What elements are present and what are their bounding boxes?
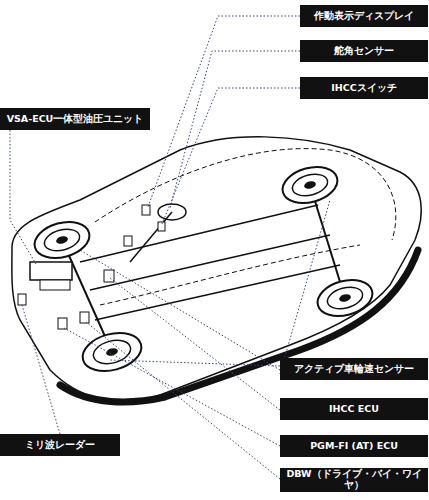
- chassis-line: [80, 205, 318, 262]
- steering-column: [130, 212, 172, 262]
- hydraulic-unit: [40, 280, 70, 290]
- callout-box: VSA-ECU一体型油圧ユニット: [0, 108, 150, 130]
- throttle-unit: [80, 312, 89, 323]
- display-unit: [142, 205, 150, 215]
- hydraulic-unit: [30, 262, 72, 280]
- callout-box: 作動表示ディスプレイ: [300, 5, 428, 27]
- callout-text: ミリ波レーダー: [25, 440, 95, 451]
- callout-box: PGM-FI (AT) ECU: [280, 435, 428, 457]
- wheel-rim: [290, 171, 330, 200]
- chassis-line: [90, 235, 330, 290]
- wheel-rim: [42, 226, 82, 255]
- sensor-unit: [124, 236, 132, 246]
- wheel-rim: [91, 336, 133, 367]
- wheel: [78, 327, 145, 377]
- wheel-rim: [325, 284, 365, 313]
- callout-box: IHCCスイッチ: [300, 77, 428, 99]
- leader-line: [110, 278, 280, 410]
- leader-line: [280, 200, 330, 374]
- ecu-unit: [104, 270, 114, 282]
- callout-text: 作動表示ディスプレイ: [314, 11, 414, 22]
- callout-text: 舵角センサー: [334, 46, 394, 57]
- callout-box: 舵角センサー: [300, 40, 428, 62]
- leader-line: [162, 88, 300, 224]
- leader-line: [148, 16, 300, 207]
- callout-text: IHCCスイッチ: [331, 83, 396, 94]
- radar-unit: [18, 294, 26, 305]
- wheel: [279, 161, 342, 208]
- leader-line: [10, 130, 36, 264]
- callout-text: VSA-ECU一体型油圧ユニット: [7, 114, 144, 125]
- leader-line: [64, 328, 280, 446]
- wheel-hub: [55, 235, 68, 245]
- wheel: [31, 216, 94, 263]
- ecu-unit: [58, 318, 67, 329]
- callout-text: PGM-FI (AT) ECU: [310, 441, 398, 452]
- callout-text: DBW（ドライブ・バイ・ワイヤ）: [283, 469, 425, 491]
- leader-line: [80, 250, 280, 370]
- callout-box: アクティブ車輪速センサー: [280, 358, 428, 380]
- wheel-hub: [338, 293, 351, 303]
- wheel-hub: [303, 180, 316, 190]
- cabin-outline: [95, 149, 396, 240]
- callout-box: DBW（ドライブ・バイ・ワイヤ）: [280, 468, 428, 492]
- leader-line: [170, 51, 300, 208]
- leader-line: [110, 360, 280, 366]
- callout-box: IHCC ECU: [280, 398, 428, 420]
- switch-unit: [158, 222, 165, 231]
- wheel: [314, 274, 377, 321]
- callout-text: IHCC ECU: [329, 404, 379, 415]
- callout-text: アクティブ車輪速センサー: [294, 364, 414, 375]
- leader-line: [22, 305, 60, 434]
- callout-box: ミリ波レーダー: [0, 434, 120, 456]
